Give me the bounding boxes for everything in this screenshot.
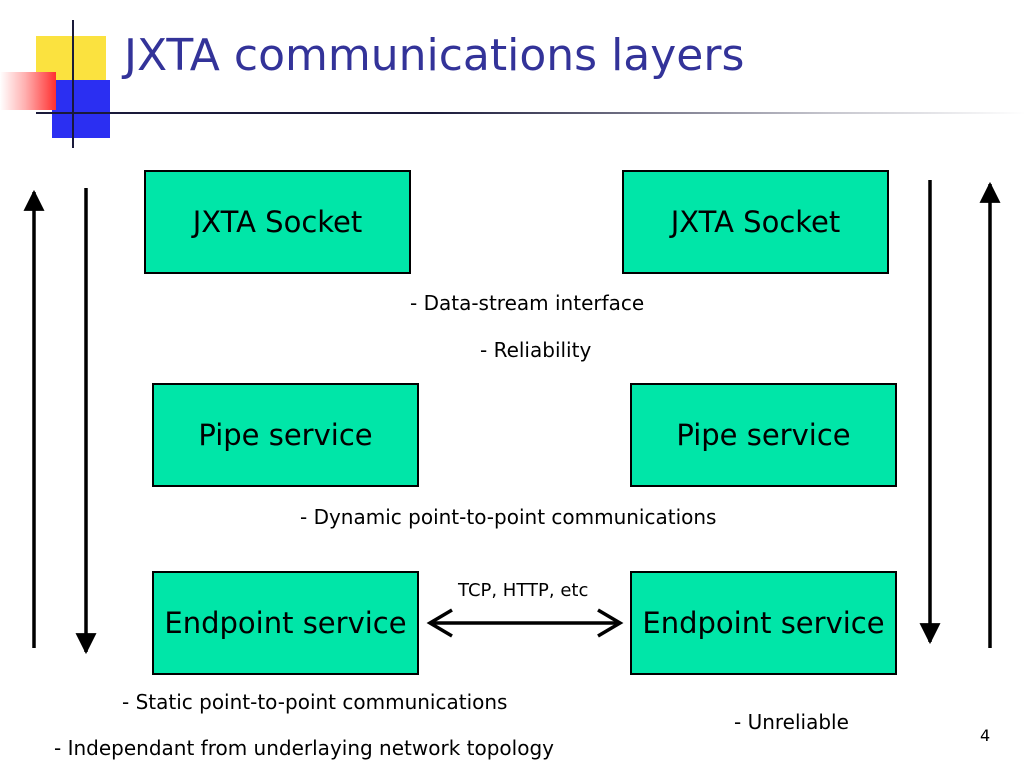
- box-right-jxta-socket: JXTA Socket: [622, 170, 889, 274]
- slide-number: 4: [980, 726, 991, 745]
- logo-blue-square: [52, 80, 110, 138]
- note-static: - Static point-to-point communications: [122, 690, 508, 714]
- note-reliability: - Reliability: [480, 338, 592, 362]
- box-label: Pipe service: [198, 418, 373, 452]
- box-right-pipe-service: Pipe service: [630, 383, 897, 487]
- note-data-stream: - Data-stream interface: [410, 291, 645, 315]
- box-left-endpoint-service: Endpoint service: [152, 571, 419, 675]
- note-unreliable: - Unreliable: [734, 710, 849, 734]
- box-label: JXTA Socket: [192, 205, 363, 239]
- box-label: Pipe service: [676, 418, 851, 452]
- title-underline: [36, 112, 1024, 114]
- endpoint-link-arrowhead-left: [426, 608, 453, 638]
- box-label: Endpoint service: [164, 606, 407, 640]
- slide-title: JXTA communications layers: [124, 30, 745, 81]
- note-independent: - Independant from underlaying network t…: [54, 736, 554, 760]
- box-left-pipe-service: Pipe service: [152, 383, 419, 487]
- note-dynamic: - Dynamic point-to-point communications: [300, 505, 717, 529]
- logo-vertical-line: [72, 20, 74, 148]
- box-label: Endpoint service: [642, 606, 885, 640]
- note-transport: TCP, HTTP, etc: [458, 580, 589, 601]
- endpoint-link-arrowhead-right: [597, 608, 624, 638]
- box-label: JXTA Socket: [670, 205, 841, 239]
- logo-red-square: [0, 72, 56, 110]
- box-left-jxta-socket: JXTA Socket: [144, 170, 411, 274]
- box-right-endpoint-service: Endpoint service: [630, 571, 897, 675]
